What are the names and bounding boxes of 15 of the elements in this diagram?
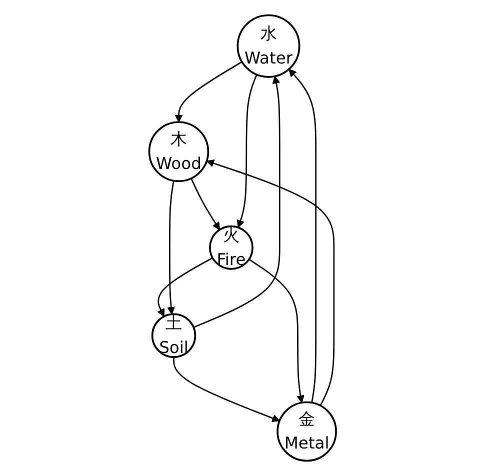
arrow <box>194 76 281 328</box>
arrow <box>168 180 176 315</box>
arrow <box>175 61 243 122</box>
arrow <box>249 258 305 404</box>
arrow <box>206 160 335 406</box>
arrow <box>190 178 220 230</box>
arrow <box>173 357 280 422</box>
node-circle: 金 Metal <box>277 401 338 462</box>
arrow <box>237 74 258 228</box>
node-circle: 木 Wood <box>148 121 210 182</box>
arrow <box>158 257 214 317</box>
arrow <box>288 68 317 403</box>
node-circle: 火 Fire <box>209 225 254 270</box>
node-circle: 土 Soil <box>152 313 196 358</box>
node-circle: 水 Water <box>237 14 301 78</box>
